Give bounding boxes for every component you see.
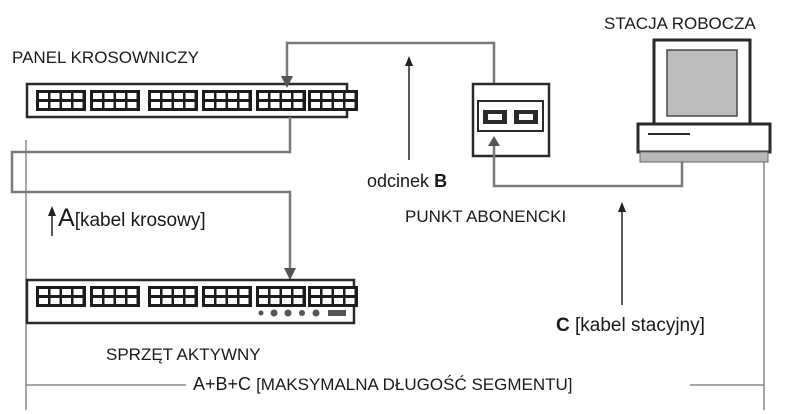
wall-outlet bbox=[471, 82, 551, 158]
dimension-line bbox=[25, 140, 765, 410]
patch-cable-a bbox=[10, 117, 292, 268]
segment-b-label: odcinek B bbox=[367, 171, 447, 192]
patch-panel bbox=[25, 82, 358, 119]
segment-a-desc: [kabel krosowy] bbox=[74, 210, 206, 231]
segment-c-letter: C bbox=[556, 315, 570, 336]
switch-port-block bbox=[148, 286, 198, 307]
patch-panel-port-block bbox=[36, 90, 86, 111]
cable-c-arrowhead bbox=[488, 136, 500, 146]
total-formula: A+B+C bbox=[193, 374, 252, 394]
cable-a-arrowhead bbox=[284, 268, 296, 280]
patch-panel-label: PANEL KROSOWNICZY bbox=[12, 48, 200, 67]
patch-panel-port-block bbox=[90, 90, 140, 111]
segment-a-label: A[kabel krosowy] bbox=[58, 204, 206, 233]
total-desc: [MAKSYMALNA DŁUGOŚĆ SEGMENTU] bbox=[256, 375, 573, 394]
segment-b-marker-arrow bbox=[405, 56, 413, 160]
segment-c-desc: [kabel stacyjny] bbox=[575, 315, 705, 336]
outlet-label: PUNKT ABONENCKI bbox=[405, 207, 567, 226]
switch-port-block bbox=[256, 286, 306, 307]
active-equipment-label: SPRZĘT AKTYWNY bbox=[106, 345, 261, 364]
segment-c-marker-arrow bbox=[618, 202, 626, 305]
switch-port-block bbox=[202, 286, 252, 307]
switch-port-block bbox=[90, 286, 140, 307]
segment-b-prefix: odcinek bbox=[367, 171, 430, 191]
horizontal-cable-b bbox=[285, 41, 496, 96]
patch-panel-port-block bbox=[308, 90, 358, 111]
segment-a-letter: A bbox=[58, 204, 75, 232]
patch-panel-port-block bbox=[256, 90, 306, 111]
segment-a-marker-arrow bbox=[48, 206, 56, 236]
cable-b-arrowhead-panel bbox=[281, 76, 293, 88]
switch-port-block bbox=[308, 286, 358, 307]
active-equipment-switch bbox=[25, 278, 358, 325]
patch-panel-port-block bbox=[202, 90, 252, 111]
workstation-computer bbox=[636, 38, 772, 163]
total-length-label: A+B+C [MAKSYMALNA DŁUGOŚĆ SEGMENTU] bbox=[193, 374, 573, 395]
patch-panel-port-block bbox=[148, 90, 198, 111]
switch-port-block bbox=[36, 286, 86, 307]
switch-status-leds bbox=[258, 309, 346, 317]
station-cable-c bbox=[492, 146, 684, 188]
workstation-label: STACJA ROBOCZA bbox=[604, 14, 756, 33]
segment-c-label: C [kabel stacyjny] bbox=[556, 315, 705, 337]
segment-b-letter: B bbox=[434, 171, 448, 191]
